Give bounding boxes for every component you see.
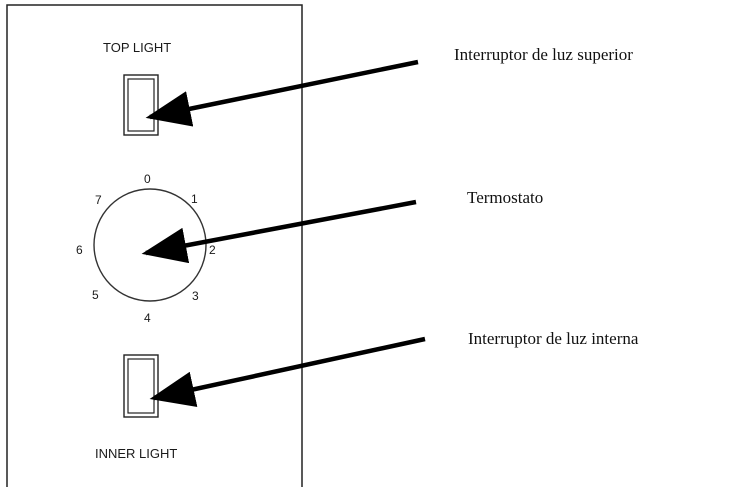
inner-light-switch[interactable] [123,354,159,418]
dial-numbers: 0 1 2 3 4 5 6 7 [76,172,216,325]
thermostat-dial[interactable] [93,188,207,302]
dial-number-3: 3 [192,289,199,303]
inner-light-label: INNER LIGHT [95,446,177,461]
top-light-switch[interactable] [123,74,159,136]
arrow-inner-light [149,336,426,407]
control-panel-outline [6,4,303,487]
callout-top-light: Interruptor de luz superior [454,45,633,64]
dial-number-4: 4 [144,311,151,325]
arrow-thermostat [141,199,417,264]
callout-inner-light: Interruptor de luz interna [468,329,639,348]
arrow-top-light [145,59,419,127]
top-light-label: TOP LIGHT [103,40,171,55]
dial-number-2: 2 [209,243,216,257]
dial-number-6: 6 [76,243,83,257]
dial-number-7: 7 [95,193,102,207]
dial-number-0: 0 [144,172,151,186]
dial-number-5: 5 [92,288,99,302]
dial-number-1: 1 [191,192,198,206]
callout-thermostat: Termostato [467,188,543,207]
